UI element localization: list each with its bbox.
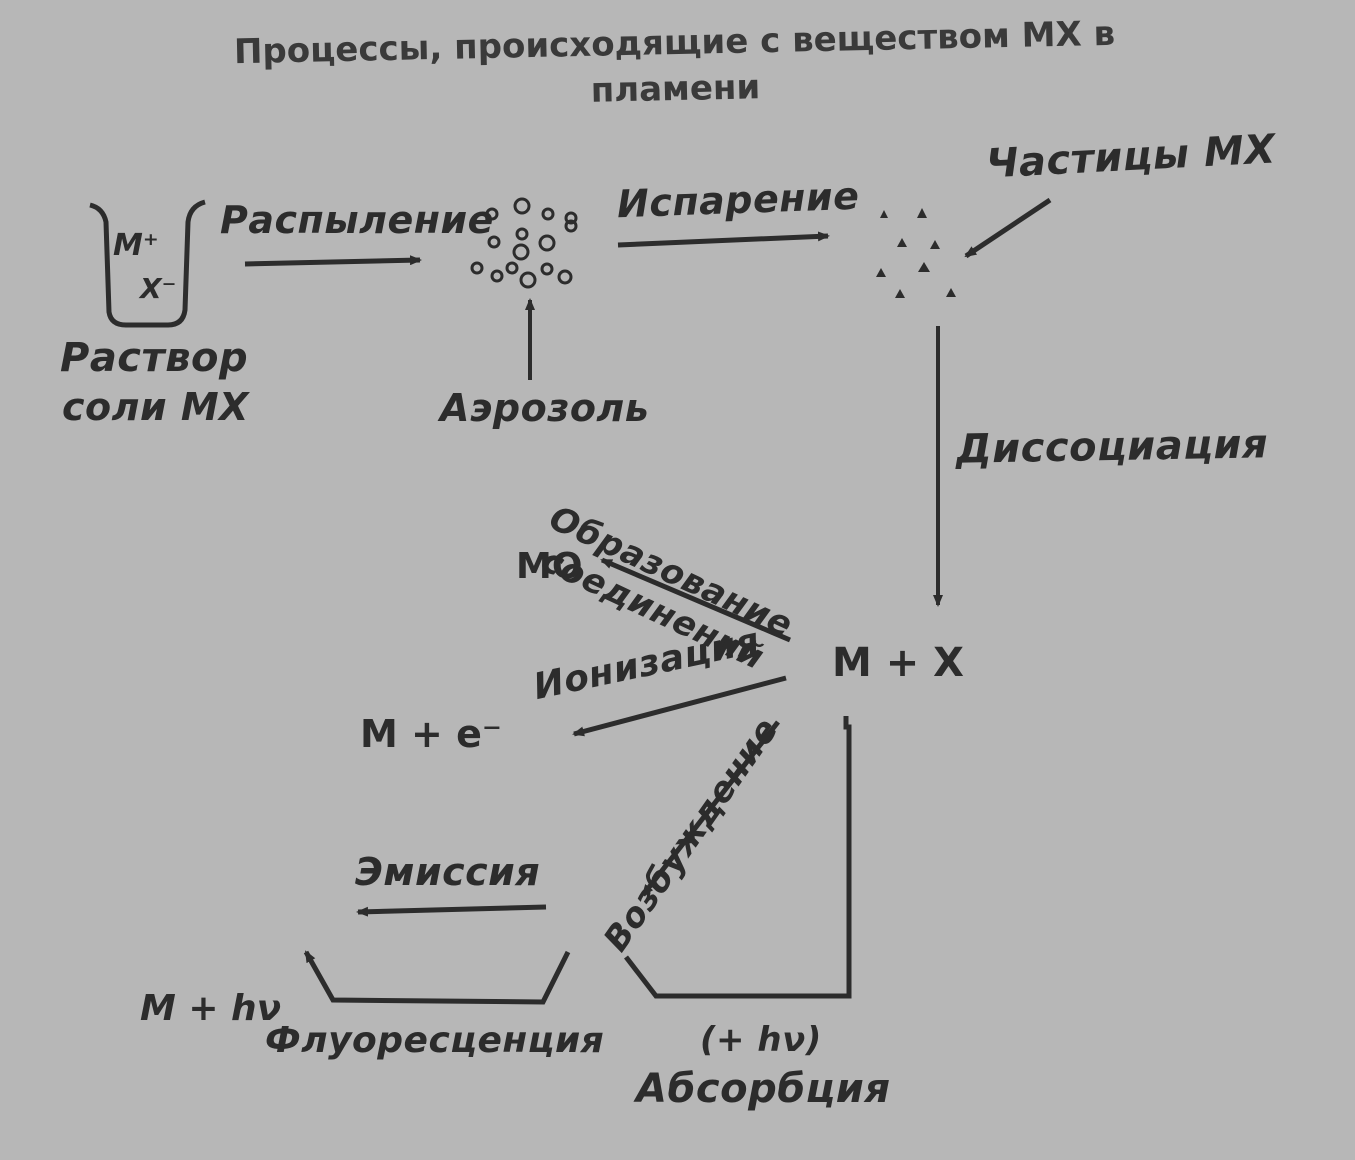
evaporation-arrow: [617, 231, 830, 248]
solution-caption-line-1: Раствор: [60, 335, 249, 381]
absorption-photon-label: (+ hν): [700, 1020, 822, 1060]
evaporation-label: Испарение: [616, 173, 861, 227]
particles-arrow: [964, 197, 1052, 259]
ion-plus-label: M⁺: [113, 228, 159, 263]
absorption-label: Абсорбция: [636, 1066, 891, 1112]
particle-triangles: [876, 208, 956, 298]
excitation-arrow: [641, 720, 780, 897]
ionization-arrow: [572, 675, 787, 737]
beaker-icon: [89, 199, 206, 328]
atoms-label: M + X: [832, 640, 965, 686]
ion-minus-label: X⁻: [140, 272, 177, 305]
oxide-label: MO: [516, 546, 583, 587]
fluorescence-product-label: M + hν: [140, 988, 282, 1029]
aerosol-droplets: [470, 197, 578, 289]
fluorescence-label: Флуоресценция: [265, 1020, 605, 1061]
emission-arrow: [356, 904, 547, 917]
fluorescence-path: [303, 950, 571, 1005]
compound-formation-arrow: [600, 557, 791, 643]
solution-caption-line-2: соли МХ: [62, 385, 249, 429]
spraying-arrow: [244, 255, 422, 267]
emission-label: Эмиссия: [355, 850, 541, 894]
spraying-label: Распыление: [220, 198, 494, 242]
dissociation-label: Диссоциация: [955, 421, 1269, 473]
absorption-path: [624, 716, 852, 999]
ion-label: M + e⁻: [360, 712, 502, 756]
aerosol-label: Аэрозоль: [440, 386, 650, 430]
